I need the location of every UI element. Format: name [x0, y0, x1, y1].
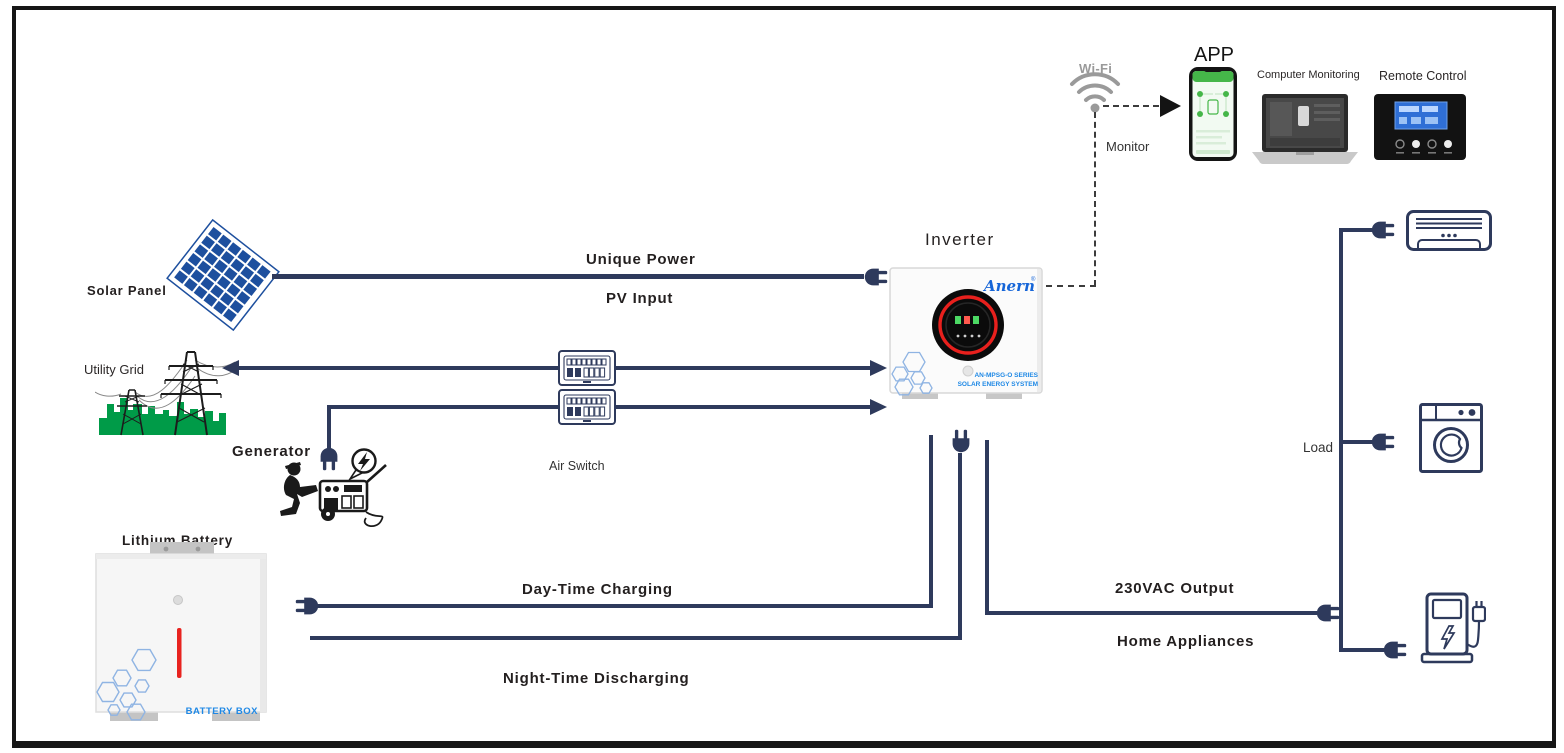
ev-plug-icon	[1381, 639, 1409, 661]
ac-plug-icon	[1369, 219, 1397, 241]
anern-logo: Anern	[982, 277, 1035, 295]
generator-plug-icon	[318, 445, 340, 473]
wifi-label: Wi-Fi	[1079, 61, 1113, 76]
night-time-discharging-label: Night-Time Discharging	[503, 670, 690, 687]
solar-panel-icon	[166, 218, 280, 332]
utility-arrow-right	[870, 360, 887, 376]
diagram-border	[12, 6, 1556, 748]
washing-machine-icon	[1419, 403, 1483, 473]
home-appliances-label: Home Appliances	[1117, 633, 1255, 650]
generator-icon	[280, 448, 387, 528]
pv-input-line	[272, 274, 864, 279]
load-label: Load	[1303, 440, 1334, 455]
battery-discharge-vertical-line	[958, 453, 962, 640]
battery-charge-plug-icon	[293, 595, 321, 617]
ev-branch-line	[1339, 648, 1385, 652]
app-phone-icon	[1189, 67, 1237, 161]
air-switch-icon-1	[558, 350, 616, 386]
battery-box-text: BATTERY BOX	[186, 706, 259, 717]
remote-control-icon	[1374, 94, 1466, 160]
pv-plug-icon	[862, 266, 890, 288]
air-conditioner-icon	[1406, 210, 1492, 251]
utility-line	[238, 366, 874, 370]
remote-control-label: Remote Control	[1379, 69, 1467, 83]
wifi-arrowhead	[1160, 95, 1181, 117]
inverter-bottom-plug-icon	[950, 427, 972, 455]
computer-monitoring-label: Computer Monitoring	[1257, 69, 1360, 81]
app-label: APP	[1194, 44, 1235, 66]
inverter-series-line1: AN-MPSG-O SERIES	[974, 372, 1038, 379]
ev-charger-icon	[1420, 592, 1486, 664]
solar-panel-label: Solar Panel	[87, 283, 167, 298]
wifi-dashed-line-to-app	[1103, 105, 1159, 107]
day-time-charging-label: Day-Time Charging	[522, 581, 673, 598]
air-switch-label: Air Switch	[549, 459, 605, 473]
ac-branch-line	[1339, 228, 1373, 232]
unique-power-label: Unique Power	[586, 251, 696, 268]
day-charging-line	[316, 604, 933, 608]
washer-branch-line	[1339, 440, 1373, 444]
output-vertical-line	[985, 440, 989, 615]
monitor-label: Monitor	[1106, 139, 1150, 154]
inverter-series-line2: SOLAR ENERGY SYSTEM	[958, 381, 1038, 388]
monitor-dashed-line-vertical	[1094, 112, 1096, 286]
lithium-battery-icon: BATTERY BOX	[95, 542, 267, 721]
pv-input-label: PV Input	[606, 290, 674, 307]
vac-output-plug-icon	[1314, 602, 1342, 624]
generator-drop-line	[327, 405, 331, 449]
utility-arrow-left	[222, 360, 239, 376]
computer-monitoring-icon	[1252, 94, 1358, 165]
vac-output-line	[985, 611, 1317, 615]
wifi-icon	[1070, 72, 1120, 113]
anern-logo-reg: ®	[1031, 276, 1036, 283]
inverter-icon: Anern ® AN-MPSG-O SERIES SOLAR ENERGY SY…	[889, 267, 1043, 399]
night-discharging-line	[310, 636, 962, 640]
washer-plug-icon	[1369, 431, 1397, 453]
vac-output-label: 230VAC Output	[1115, 580, 1235, 597]
generator-label: Generator	[232, 443, 311, 460]
battery-charge-vertical-line	[929, 435, 933, 608]
air-switch-icon-2	[558, 389, 616, 425]
utility-grid-label: Utility Grid	[84, 362, 144, 377]
monitor-dashed-line-to-inverter	[1046, 285, 1096, 287]
utility-grid-icon	[95, 351, 235, 436]
generator-arrow-right	[870, 399, 887, 415]
inverter-label: Inverter	[925, 230, 995, 249]
